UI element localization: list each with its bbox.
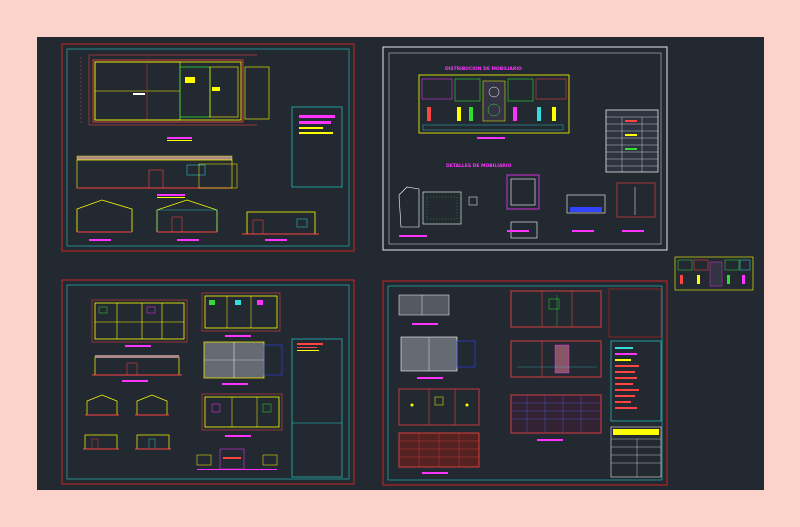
- cad-model-space[interactable]: DISTRIBUCION DE MOBILIARIO: [37, 37, 764, 490]
- construction-details: [196, 448, 278, 470]
- tiled-floor-plan: [398, 432, 480, 474]
- cad-drawing: DISTRIBUCION DE MOBILIARIO: [61, 43, 754, 486]
- electrical-plan-left: [398, 388, 480, 426]
- mini-furniture-plan[interactable]: [674, 256, 754, 291]
- installations-title-block: [610, 426, 662, 478]
- roof-installation-plan: [400, 336, 476, 379]
- furniture-detail-label: DETALLES DE MOBILIARIO: [446, 163, 512, 169]
- long-elevation-drawing: [76, 155, 238, 198]
- floor-plan-left: [91, 299, 188, 347]
- floor-plan-bottom: [201, 393, 283, 437]
- floor-plan-right: [201, 292, 281, 337]
- sheet-bottom-left[interactable]: [61, 279, 355, 485]
- electrical-plan-bottom: [510, 394, 602, 441]
- title-block: [291, 338, 343, 478]
- plumbing-plan-top: [510, 290, 602, 328]
- furniture-plan-drawing: [418, 74, 570, 139]
- sheet-top-left[interactable]: [61, 43, 355, 252]
- furniture-details-drawing: [398, 174, 656, 239]
- front-elevation: [92, 355, 182, 382]
- installation-plan-small: [398, 294, 450, 325]
- furniture-distribution-label: DISTRIBUCION DE MOBILIARIO: [445, 66, 522, 72]
- roof-plan-drawing: [203, 341, 283, 385]
- site-plan-drawing: [80, 54, 270, 141]
- sheet-top-right[interactable]: DISTRIBUCION DE MOBILIARIO: [382, 46, 668, 251]
- sheet-bottom-right[interactable]: [382, 280, 668, 486]
- plumbing-plan-middle: [510, 340, 602, 378]
- legend-table: [605, 109, 659, 173]
- installations-legend: [608, 288, 662, 422]
- small-elevations: [83, 394, 171, 450]
- section-drawings: [76, 199, 319, 241]
- notes-box: [291, 106, 343, 188]
